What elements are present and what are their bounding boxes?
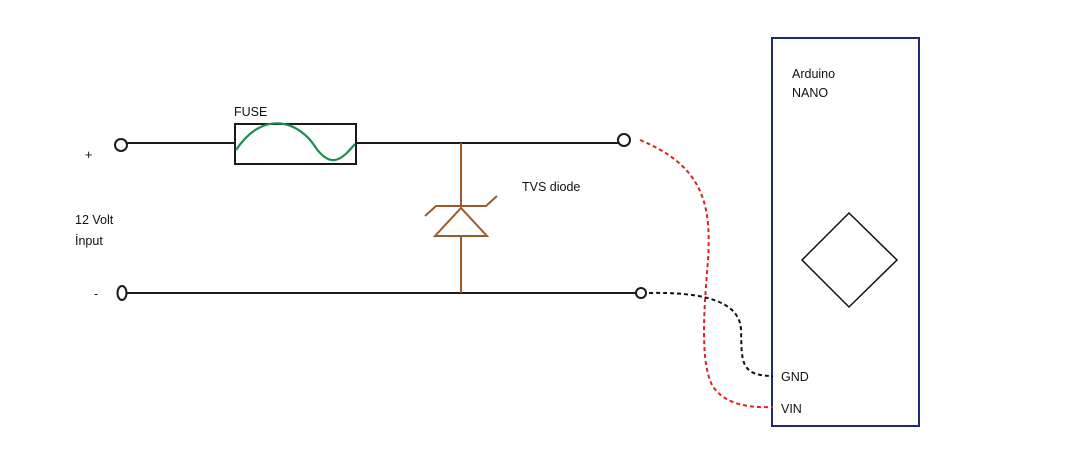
board-name-line2: NANO	[792, 86, 828, 100]
vin-wire	[639, 139, 774, 409]
chip-diamond	[800, 211, 899, 309]
fuse-label: FUSE	[234, 105, 267, 119]
vin-pin-label: VIN	[781, 402, 802, 416]
tvs-triangle	[432, 206, 490, 237]
minus-label: -	[94, 287, 98, 301]
gnd-wire	[648, 291, 774, 377]
tvs-diode-label: TVS diode	[522, 180, 580, 194]
minus-input-terminal	[116, 285, 128, 301]
plus-label: +	[85, 148, 92, 162]
minus-output-terminal	[635, 287, 647, 299]
gnd-pin-label: GND	[781, 370, 809, 384]
input-voltage-label: 12 Volt	[75, 213, 114, 227]
plus-input-terminal	[114, 138, 128, 152]
board-name-line1: Arduino	[792, 67, 835, 81]
tvs-diode	[424, 143, 498, 293]
input-label: İnput	[75, 234, 103, 248]
fuse-wave	[235, 122, 356, 162]
tvs-zener-bar	[424, 195, 498, 217]
plus-output-terminal	[617, 133, 631, 147]
arduino-board	[771, 37, 920, 427]
